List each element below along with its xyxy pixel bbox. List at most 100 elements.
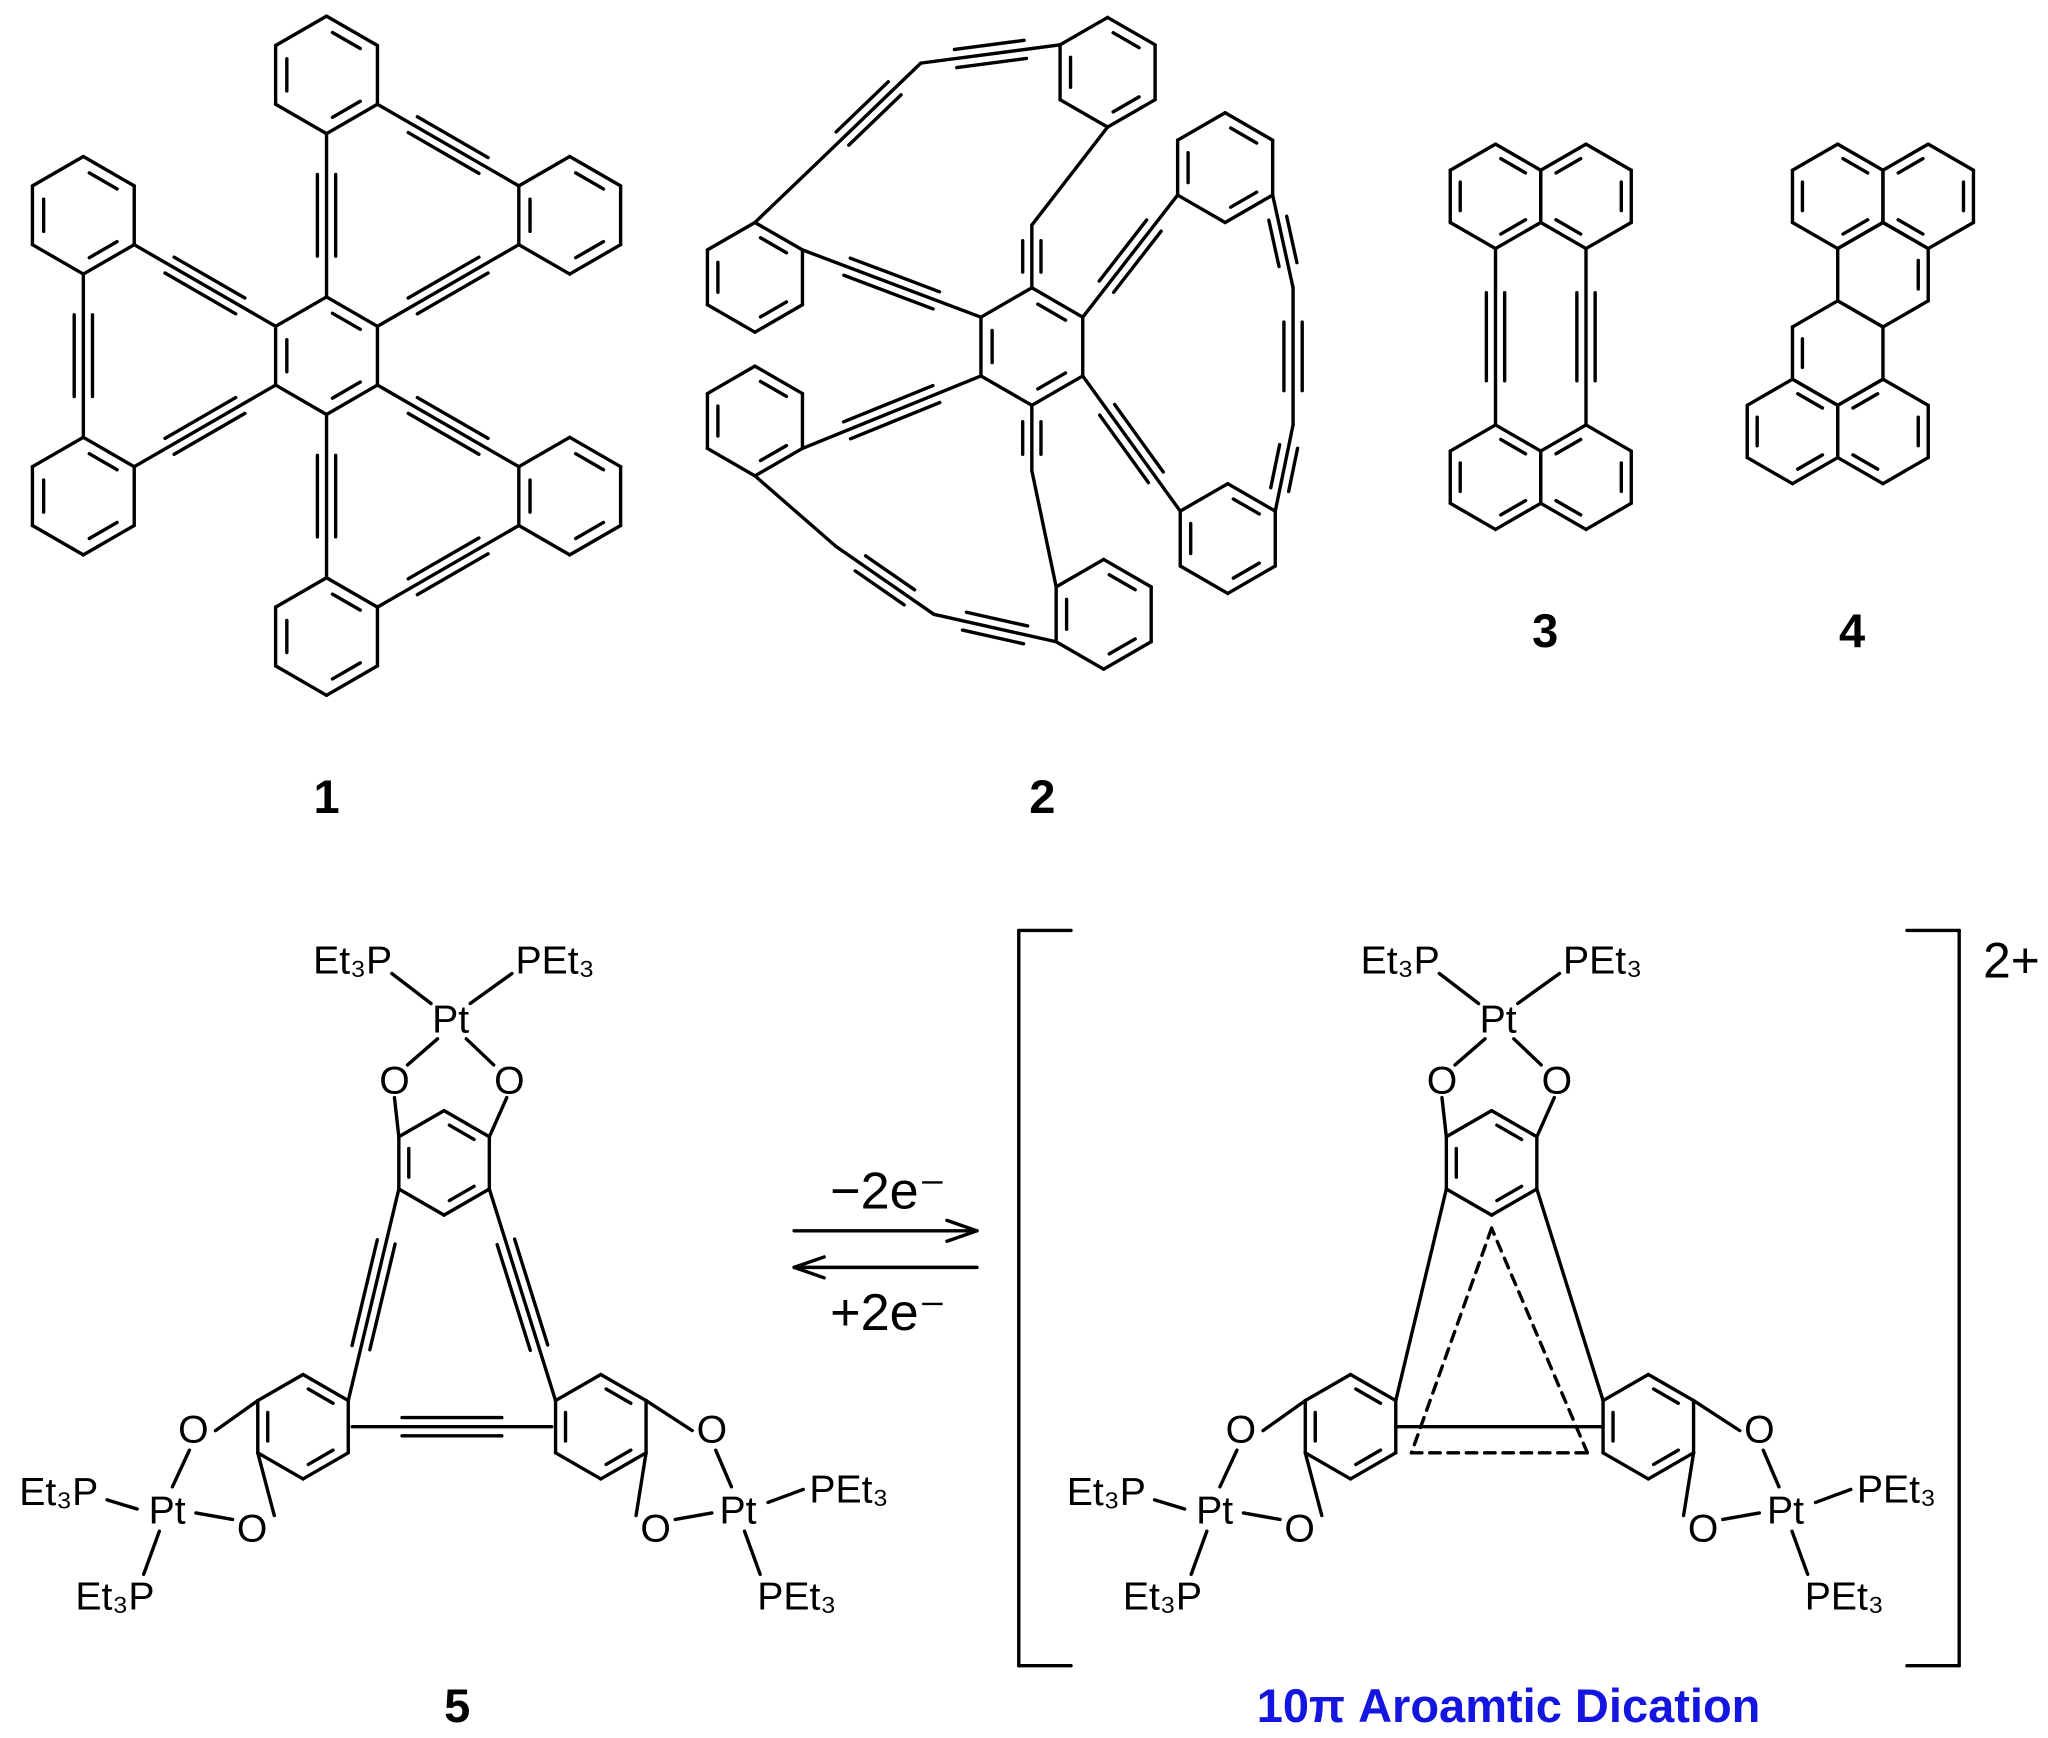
- bond: [1081, 374, 1182, 513]
- bond: [406, 411, 481, 456]
- bond: [1231, 497, 1261, 516]
- atom-label: Pt: [149, 1489, 186, 1532]
- bond: [932, 612, 1058, 644]
- bond: [141, 1529, 162, 1577]
- bond: [1286, 446, 1300, 494]
- bond: [604, 1448, 633, 1467]
- bond: [1646, 1451, 1696, 1481]
- bond: [330, 661, 362, 681]
- atom-label: Pt: [432, 998, 469, 1041]
- bond: [1030, 125, 1110, 227]
- bond: [306, 1448, 335, 1467]
- bond: [1178, 481, 1230, 513]
- bond: [273, 576, 329, 609]
- bond: [847, 93, 903, 147]
- atom-label: Et₃P: [19, 1471, 98, 1514]
- bond: [1175, 193, 1227, 225]
- compound-5-atoms: Et₃P PEt₃ Pt O O Et₃P Et₃P Pt O O PEt₃ P…: [19, 939, 888, 1618]
- bond: [442, 1108, 492, 1139]
- bond: [1493, 501, 1543, 532]
- bond: [1796, 392, 1825, 410]
- bond: [464, 1037, 496, 1067]
- bond: [705, 220, 757, 252]
- bond: [568, 435, 623, 469]
- bond: [1651, 1448, 1681, 1467]
- bond: [368, 1242, 397, 1352]
- bond: [330, 30, 362, 51]
- compound-3: [1448, 142, 1633, 532]
- atom-label: O: [1542, 1060, 1572, 1103]
- bond: [1229, 126, 1259, 145]
- atom-label: O: [697, 1408, 727, 1451]
- bond: [194, 1511, 235, 1522]
- bond: [1499, 156, 1528, 175]
- bond: [415, 271, 490, 316]
- bond: [1790, 1529, 1810, 1577]
- bond: [375, 383, 521, 469]
- bond: [599, 1372, 648, 1403]
- bond: [1535, 1095, 1556, 1139]
- atom-label: O: [1226, 1408, 1256, 1451]
- bond: [406, 130, 481, 176]
- bond: [330, 99, 362, 119]
- equilibrium-arrows: [792, 1218, 979, 1280]
- bond: [919, 43, 1062, 65]
- bond: [1601, 1451, 1651, 1481]
- bond: [1030, 374, 1085, 408]
- bond: [945, 1218, 979, 1233]
- bond: [1493, 142, 1543, 172]
- atom-label: O: [1688, 1508, 1718, 1551]
- bond: [1440, 1095, 1449, 1139]
- bond: [1584, 220, 1633, 251]
- bond: [1584, 501, 1633, 532]
- bond: [330, 311, 362, 332]
- compound-5: [105, 971, 805, 1577]
- bond: [568, 523, 623, 557]
- bond: [1267, 218, 1281, 269]
- bond: [1453, 1037, 1487, 1067]
- atom-label: Et₃P: [313, 939, 392, 982]
- bond: [172, 411, 247, 456]
- bond: [1054, 640, 1106, 671]
- bond: [405, 1037, 440, 1067]
- bond: [1226, 564, 1277, 596]
- bond: [1841, 218, 1870, 236]
- bond: [1851, 453, 1880, 471]
- bond: [964, 610, 1030, 628]
- atom-label: PEt₃: [1563, 939, 1642, 982]
- bond: [256, 1451, 276, 1518]
- bond: [753, 303, 805, 334]
- bond: [1030, 468, 1058, 589]
- bond: [945, 1229, 979, 1243]
- bond: [705, 364, 757, 396]
- bond: [1499, 498, 1528, 517]
- bond: [1105, 97, 1157, 129]
- bond: [1437, 971, 1481, 1006]
- bond: [979, 374, 1034, 408]
- compound-label-3: 3: [1532, 604, 1558, 657]
- bond: [1790, 455, 1840, 486]
- atom-label: PEt₃: [809, 1468, 888, 1511]
- atom-label: PEt₃: [516, 939, 595, 982]
- bond: [1841, 156, 1870, 175]
- atom-label: Et₃P: [1361, 939, 1440, 982]
- bond: [1354, 1448, 1383, 1467]
- bond: [568, 242, 623, 276]
- atom-label: Pt: [1480, 998, 1517, 1041]
- bond: [87, 239, 119, 260]
- bond: [1535, 1187, 1605, 1403]
- bond: [673, 1511, 714, 1522]
- bond: [1790, 142, 1840, 172]
- bond: [1348, 1372, 1398, 1403]
- bond: [1836, 142, 1885, 172]
- bond: [273, 295, 329, 329]
- atom-label: O: [640, 1508, 670, 1551]
- bond: [1178, 564, 1230, 596]
- bond: [1107, 637, 1137, 656]
- bond: [1646, 1372, 1696, 1403]
- bond: [1796, 453, 1825, 471]
- bond: [1189, 1529, 1209, 1577]
- bond: [1926, 220, 1976, 251]
- bond: [1229, 190, 1259, 209]
